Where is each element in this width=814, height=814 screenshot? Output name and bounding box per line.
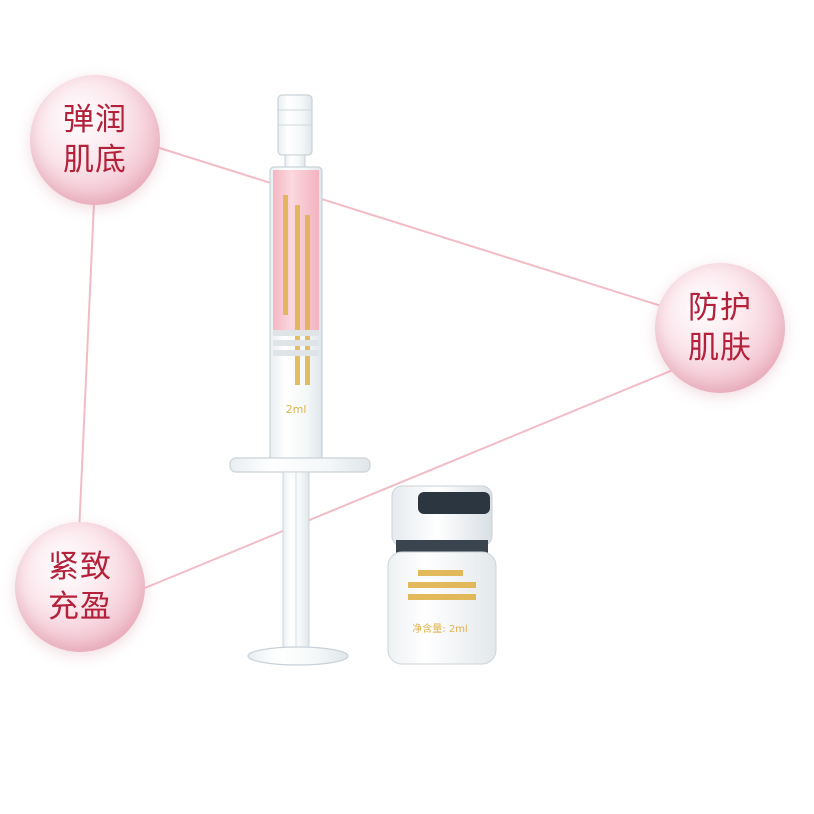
syringe-label-text — [283, 195, 310, 385]
bubble-line-2: 肌底 — [63, 142, 127, 178]
syringe-thumb-rest — [247, 646, 349, 666]
connector-line-bottom — [139, 364, 686, 591]
connector-line-top — [149, 144, 691, 316]
vial-bottle — [387, 551, 497, 665]
vial-label-text — [408, 570, 476, 600]
bubble-line-2: 充盈 — [48, 589, 112, 625]
vial-volume-label: 净含量: 2ml — [412, 622, 467, 635]
connector-line-left — [77, 179, 96, 556]
benefit-bubble-elastic: 弹润 肌底 — [30, 75, 160, 205]
vial-illustration: 净含量: 2ml — [387, 485, 497, 665]
bubble-line-2: 肌肤 — [688, 330, 752, 366]
syringe-volume-label: 2ml — [286, 403, 307, 416]
bubble-line-1: 防护 — [688, 290, 752, 326]
benefit-bubble-protect: 防护 肌肤 — [655, 263, 785, 393]
bubble-line-1: 弹润 — [63, 102, 127, 138]
syringe-flange — [229, 457, 371, 473]
benefit-bubble-firming: 紧致 充盈 — [15, 522, 145, 652]
syringe-illustration: 2ml — [229, 94, 371, 666]
bubble-line-1: 紧致 — [48, 549, 112, 585]
